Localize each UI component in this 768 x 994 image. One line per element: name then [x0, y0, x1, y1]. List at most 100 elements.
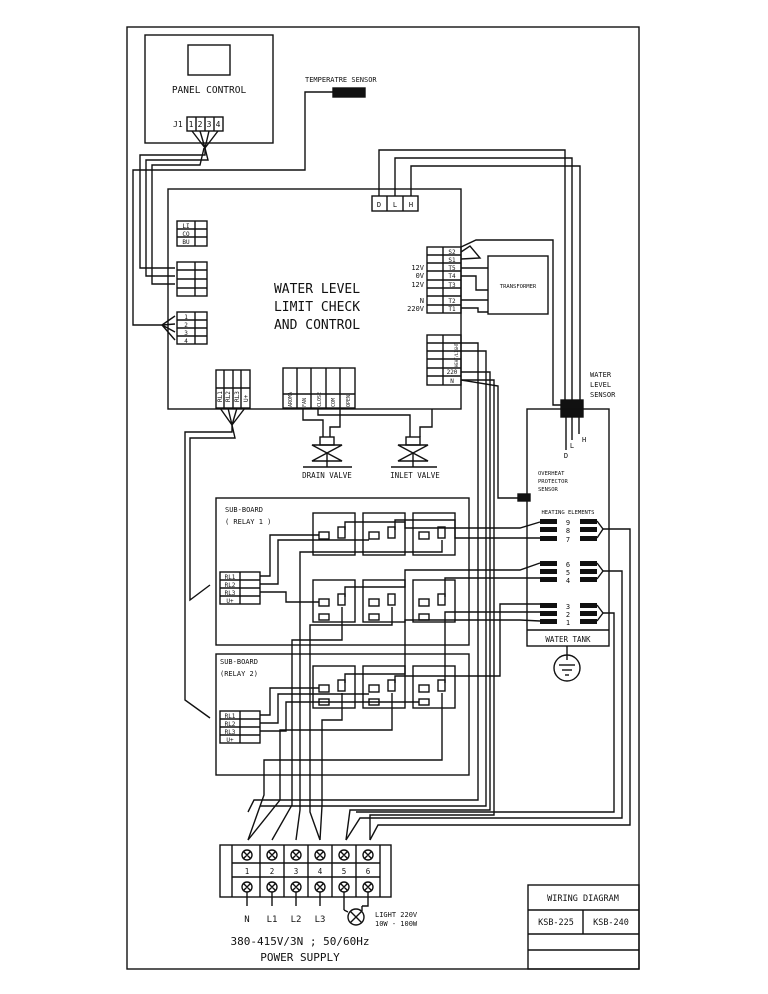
sub1-terminal-rl1: RL1	[225, 574, 236, 581]
element-7: 7	[566, 536, 570, 544]
overheat-label-2: PROTECTOR	[538, 479, 568, 485]
water-tank	[526, 408, 610, 647]
level-sensor-label-2: LEVEL	[590, 381, 611, 389]
temperature-sensor-probe	[332, 87, 366, 98]
power-supply-label: POWER SUPPLY	[260, 951, 340, 964]
block-num-5: 5	[342, 867, 347, 876]
left-terminal-strip-a	[176, 220, 208, 247]
top-terminal-h: H	[409, 201, 413, 209]
top-terminal-l: L	[393, 201, 397, 209]
relay-terminal-rl3: RL3	[234, 391, 241, 402]
terminal-220: 220	[447, 369, 458, 376]
block-num-1: 1	[245, 867, 250, 876]
sub-board-1-subtitle: ( RELAY 1 )	[225, 518, 271, 526]
left-terminal-3: 3	[184, 330, 188, 337]
element-9: 9	[566, 519, 570, 527]
sub2-terminal-u: U+	[226, 737, 234, 744]
phase-l3: L3	[315, 915, 326, 925]
phase-l1: L1	[267, 915, 278, 925]
power-supply-spec: 380-415V/3N ; 50/60Hz	[230, 935, 369, 948]
level-sensor-label-3: SENSOR	[590, 391, 616, 399]
sub1-terminal-rl2: RL2	[225, 582, 236, 589]
drain-valve-label: DRAIN VALVE	[302, 471, 352, 480]
right-terminal-s1: S1	[448, 257, 456, 264]
relay-terminal-rl1: RL1	[217, 391, 224, 402]
heating-elements	[540, 519, 597, 624]
panel-connector-label: J1	[173, 120, 183, 129]
sub-board-1-title: SUB-BOARD	[225, 506, 263, 514]
voltage-12v-a: 12V	[411, 264, 424, 272]
light-label-1: LIGHT 220V	[375, 911, 418, 919]
voltage-0v: 0V	[416, 272, 425, 280]
inlet-valve-label: INLET VALVE	[390, 471, 440, 480]
element-6: 6	[566, 561, 570, 569]
level-sensor-label-1: WATER	[590, 371, 612, 379]
main-board-title-line-2: LIMIT CHECK	[274, 300, 360, 315]
main-board-title-line-1: WATER LEVEL	[274, 282, 360, 297]
main-control-board	[167, 188, 462, 410]
drain-valve-symbol	[311, 444, 343, 462]
overheat-label-1: OVERHEAT	[538, 471, 565, 477]
heating-elements-label: HEATING ELEMENTS	[542, 510, 595, 516]
right-terminal-s2: S2	[448, 249, 456, 256]
panel-pin-3: 3	[207, 120, 212, 129]
element-4: 4	[566, 577, 570, 585]
valve-terminal-close: CLOSE	[317, 392, 323, 407]
overheat-sensor	[517, 493, 531, 502]
element-5: 5	[566, 569, 570, 577]
relay-terminal-rl2: RL2	[225, 391, 232, 402]
right-terminal-t2: T2	[448, 298, 456, 305]
panel-pin-1: 1	[189, 120, 194, 129]
valve-terminals	[282, 367, 356, 409]
valve-terminal-open: OPEN	[346, 395, 352, 407]
drawing-frame	[126, 26, 640, 970]
right-lower-terminal-strip	[426, 334, 462, 386]
light-label-2: 10W - 100W	[375, 920, 418, 928]
sub1-terminal-rl3: RL3	[225, 590, 236, 597]
top-terminal-d: D	[377, 201, 381, 209]
sub-board-relay-1	[215, 497, 470, 646]
overheat-label-3: SENSOR	[538, 487, 559, 493]
left-terminal-4: 4	[184, 338, 188, 345]
phase-n: N	[244, 915, 249, 925]
block-num-2: 2	[270, 867, 275, 876]
voltage-220v: 220V	[407, 305, 425, 313]
title-block-model-1: KSB-225	[538, 918, 574, 928]
relay-terminal-u: U+	[243, 394, 250, 402]
sub2-terminal-rl2: RL2	[225, 721, 236, 728]
light-lamp	[347, 908, 365, 926]
right-terminal-t1: T1	[448, 306, 456, 313]
element-1: 1	[566, 619, 570, 627]
panel-pin-4: 4	[216, 120, 221, 129]
block-num-6: 6	[366, 867, 371, 876]
voltage-n: N	[420, 297, 424, 305]
title-block-model-2: KSB-240	[593, 918, 629, 928]
panel-control-title: PANEL CONTROL	[172, 85, 247, 96]
element-2: 2	[566, 611, 570, 619]
left-terminal-2: 2	[184, 322, 188, 329]
title-block-title: WIRING DIAGRAM	[547, 894, 619, 904]
transformer	[487, 255, 549, 315]
element-3: 3	[566, 603, 570, 611]
left-terminal-li: LI	[182, 223, 190, 230]
transformer-label: TRANSFORMER	[500, 284, 537, 290]
terminal-screws	[241, 849, 374, 893]
voltage-12v-b: 12V	[411, 281, 424, 289]
terminal-n: N	[450, 378, 454, 385]
left-terminal-bu: BU	[182, 239, 190, 246]
relay-modules	[312, 512, 456, 709]
phase-l2: L2	[291, 915, 302, 925]
sub1-terminal-u: U+	[226, 598, 234, 605]
inlet-valve-symbol	[397, 444, 429, 462]
element-8: 8	[566, 527, 570, 535]
panel-pin-2: 2	[198, 120, 203, 129]
level-sensor-pin-l: L	[570, 442, 574, 450]
left-terminal-1: 1	[184, 314, 188, 321]
right-terminal-t5: T5	[448, 265, 456, 272]
sub-board-2-subtitle: (RELAY 2)	[220, 670, 258, 678]
block-num-3: 3	[294, 867, 299, 876]
water-tank-label: WATER TANK	[545, 635, 591, 644]
right-terminal-t3: T3	[448, 282, 456, 289]
ground-symbol	[553, 654, 581, 682]
